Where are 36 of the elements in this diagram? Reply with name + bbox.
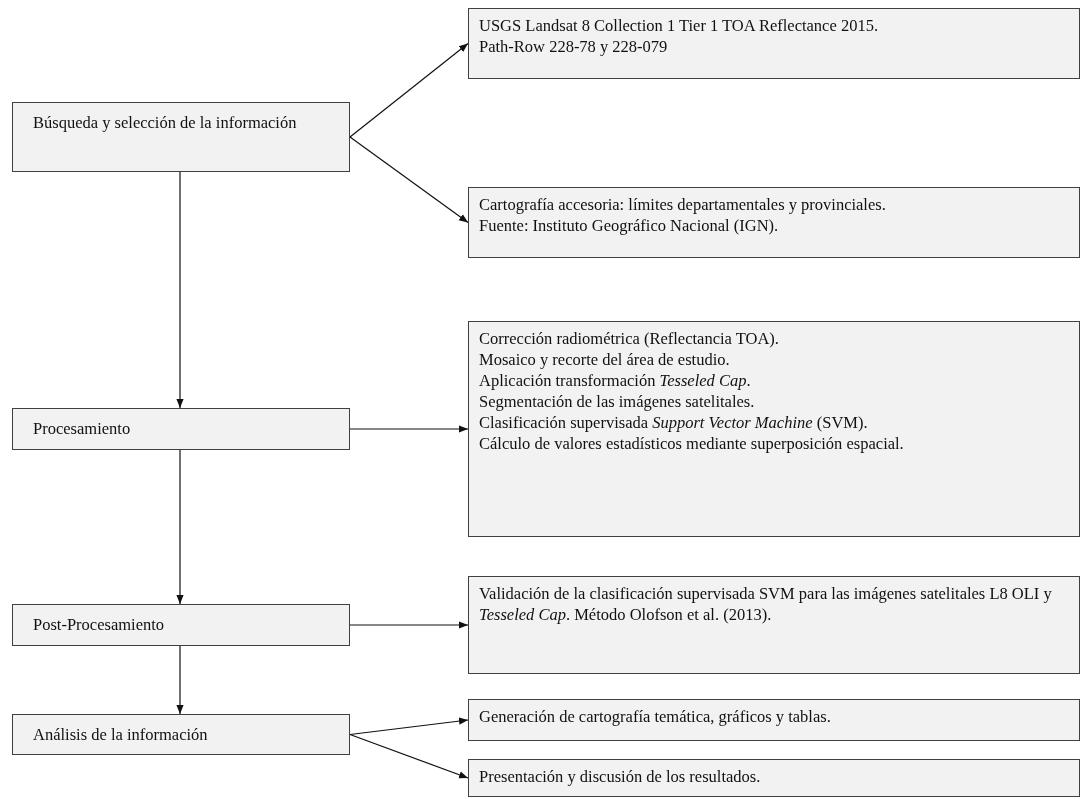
detail-box — [468, 759, 1080, 797]
arrow — [349, 733, 469, 779]
detail-box — [468, 576, 1080, 674]
step-box — [12, 604, 350, 646]
box-text: Validación de la clasificación supervisada SVM para las imágenes satelitales L8 OLI y Tesseled Cap. Método Olofson et al. (2013). — [479, 583, 1053, 625]
box-text: Segmentación de las imágenes satelitales. — [479, 391, 756, 412]
step-box — [12, 408, 350, 450]
detail-box — [468, 699, 1080, 741]
box-text: Post-Procesamiento — [33, 614, 166, 635]
arrow — [349, 717, 469, 736]
detail-box — [468, 321, 1080, 537]
arrow — [176, 449, 184, 605]
arrow — [349, 42, 469, 138]
box-text: Corrección radiométrica (Reflectancia TOA). — [479, 328, 780, 349]
arrow — [349, 621, 469, 629]
arrow — [176, 645, 184, 715]
box-text: USGS Landsat 8 Collection 1 Tier 1 TOA Reflectance 2015. — [479, 15, 880, 36]
box-text: Presentación y discusión de los resultados. — [479, 766, 762, 787]
arrow — [349, 425, 469, 433]
box-text: Generación de cartografía temática, gráficos y tablas. — [479, 706, 832, 727]
box-text: Análisis de la información — [33, 724, 209, 745]
box-text: Clasificación supervisada Support Vector Machine (SVM). — [479, 412, 869, 433]
box-text: Cálculo de valores estadísticos mediante superposición espacial. — [479, 433, 905, 454]
box-text: Fuente: Instituto Geográfico Nacional (IGN). — [479, 215, 780, 236]
box-text: Procesamiento — [33, 418, 132, 439]
box-text: Mosaico y recorte del área de estudio. — [479, 349, 731, 370]
box-text: Path-Row 228-78 y 228-079 — [479, 36, 669, 57]
detail-box — [468, 187, 1080, 258]
box-text: Cartografía accesoria: límites departamentales y provinciales. — [479, 194, 887, 215]
box-text: Aplicación transformación Tesseled Cap. — [479, 370, 752, 391]
arrow — [176, 171, 184, 409]
step-box — [12, 102, 350, 172]
detail-box — [468, 8, 1080, 79]
box-text: Búsqueda y selección de la información — [33, 112, 298, 133]
arrow — [349, 136, 469, 224]
step-box — [12, 714, 350, 755]
